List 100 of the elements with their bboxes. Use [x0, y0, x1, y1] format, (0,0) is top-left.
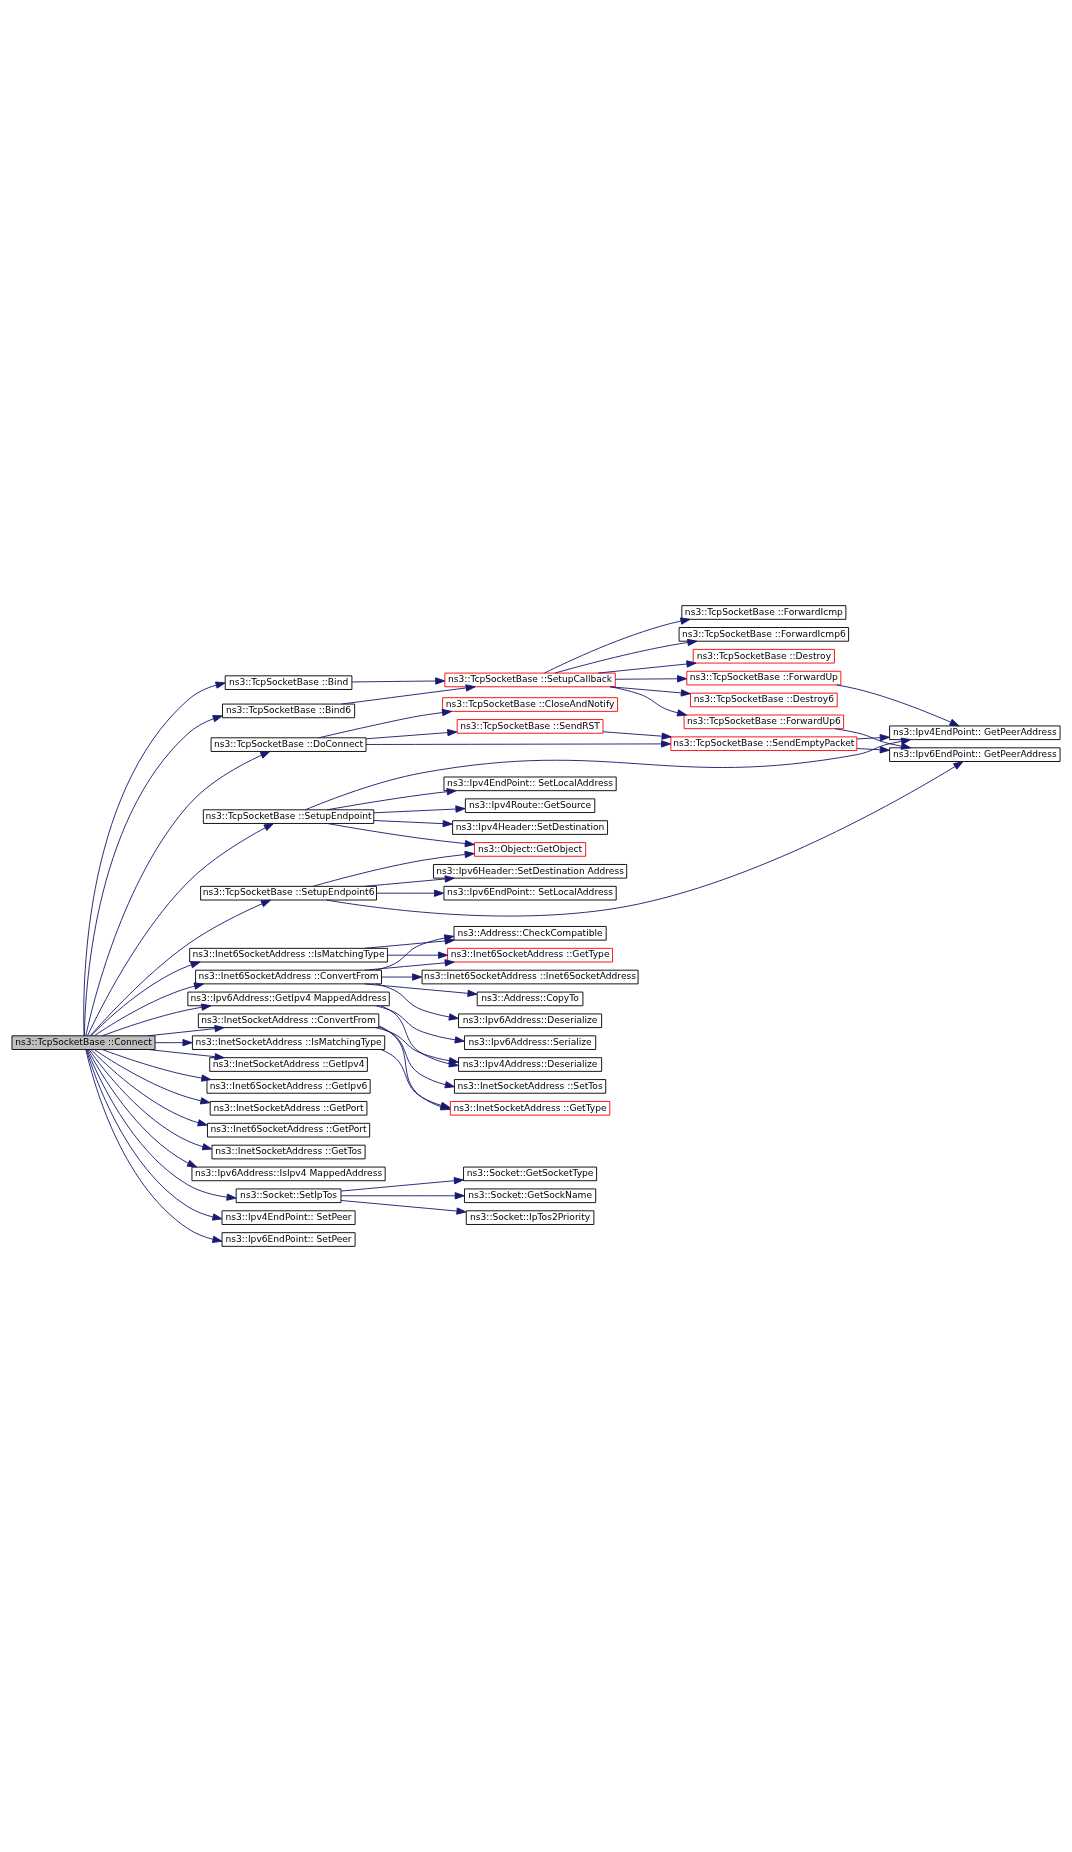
- node-box: ns3::TcpSocketBase ::ForwardUp6: [683, 714, 845, 730]
- node-box: ns3::Inet6SocketAddress ::Inet6SocketAddress: [421, 969, 639, 985]
- arrow: [834, 728, 912, 750]
- arrow: [351, 677, 446, 685]
- node-box: ns3::TcpSocketBase ::SendEmptyPacket: [670, 736, 858, 751]
- arrow: [93, 1049, 211, 1105]
- arrow: [375, 1005, 465, 1044]
- arrow: [341, 684, 476, 705]
- node-box: ns3::TcpSocketBase ::SetupEndpoint: [202, 809, 375, 824]
- arrow: [147, 1024, 225, 1037]
- arrow: [554, 638, 698, 674]
- node-box: ns3::Ipv6Address::GetIpv4 MappedAddress: [187, 991, 390, 1007]
- node-box: ns3::Ipv4Header::SetDestination: [452, 820, 608, 835]
- arrow: [373, 805, 466, 814]
- arrow: [89, 899, 272, 1037]
- arrow: [147, 1049, 225, 1061]
- node-box: ns3::Address::CopyTo: [476, 991, 584, 1007]
- node-box: ns3::InetSocketAddress ::IsMatchingType: [191, 1035, 386, 1050]
- arrow: [376, 889, 445, 897]
- node-box: ns3::Ipv6Header::SetDestination Address: [433, 864, 628, 879]
- node-box: ns3::TcpSocketBase ::DoConnect: [210, 737, 367, 752]
- node-box: ns3::TcpSocketBase ::SendRST: [456, 719, 604, 734]
- arrow: [364, 875, 455, 887]
- arrow: [312, 850, 475, 887]
- arrow: [87, 823, 274, 1036]
- node-box: ns3::TcpSocketBase ::SetupEndpoint6: [200, 885, 377, 901]
- node-box: ns3::Ipv4Route::GetSource: [464, 798, 596, 813]
- node-box: ns3::Ipv6Address::Deserialize: [458, 1013, 603, 1029]
- arrow: [387, 951, 448, 959]
- node-box: ns3::Ipv6Address::Serialize: [464, 1035, 597, 1050]
- arrow: [365, 740, 672, 748]
- node-box: ns3::Inet6SocketAddress ::IsMatchingType: [189, 947, 388, 963]
- arrow: [87, 1049, 198, 1168]
- arrow: [378, 1026, 455, 1089]
- arrow: [154, 1039, 193, 1047]
- node-box: ns3::Ipv6EndPoint:: SetLocalAddress: [443, 885, 617, 901]
- arrow: [325, 761, 964, 917]
- arrow: [304, 737, 912, 811]
- arrow: [101, 1003, 212, 1037]
- node-box: ns3::InetSocketAddress ::SetTos: [453, 1079, 607, 1094]
- node-box: ns3::Socket::GetSocketType: [463, 1166, 598, 1182]
- node-box: ns3::TcpSocketBase ::Destroy6: [690, 692, 838, 708]
- arrow: [597, 660, 697, 674]
- arrow: [85, 751, 271, 1037]
- arrow: [90, 961, 201, 1037]
- arrow: [93, 982, 205, 1037]
- node-box: ns3::Ipv6EndPoint:: SetPeer: [221, 1232, 356, 1247]
- node-box: ns3::TcpSocketBase ::SetupCallback: [444, 672, 616, 688]
- node-box: ns3::TcpSocketBase ::CloseAndNotify: [442, 697, 619, 712]
- arrow: [326, 788, 457, 811]
- node-box: ns3::TcpSocketBase ::Bind: [224, 675, 353, 690]
- arrow: [364, 959, 455, 971]
- arrow: [614, 675, 688, 683]
- node-box: ns3::Inet6SocketAddress ::GetType: [447, 947, 613, 963]
- node-box: ns3::Address::CheckCompatible: [453, 926, 607, 941]
- node-box: ns3::TcpSocketBase ::ForwardIcmp: [681, 605, 847, 620]
- arrow: [340, 1200, 467, 1215]
- node-box: ns3::TcpSocketBase ::ForwardUp: [686, 670, 842, 686]
- arrow: [365, 728, 458, 740]
- node-box: ns3::InetSocketAddress ::ConvertFrom: [197, 1013, 380, 1029]
- arrow: [609, 686, 688, 717]
- node-box: ns3::TcpSocketBase ::Connect: [11, 1035, 156, 1050]
- arrow: [609, 686, 691, 697]
- node-box: ns3::Ipv4Address::Deserialize: [458, 1057, 603, 1072]
- node-box: ns3::Socket::GetSockName: [464, 1188, 597, 1204]
- arrow: [318, 708, 452, 739]
- arrow: [381, 973, 423, 981]
- arrow: [856, 746, 890, 754]
- node-box: ns3::InetSocketAddress ::GetPort: [209, 1101, 368, 1116]
- node-box: ns3::TcpSocketBase ::ForwardIcmp6: [678, 627, 850, 642]
- node-box: ns3::Ipv6EndPoint:: GetPeerAddress: [889, 747, 1061, 762]
- node-box: ns3::Inet6SocketAddress ::GetIpv6: [206, 1079, 371, 1094]
- arrow: [86, 1049, 237, 1201]
- node-box: ns3::InetSocketAddress ::GetTos: [211, 1144, 366, 1160]
- arrow: [602, 731, 672, 740]
- arrow: [375, 983, 459, 1021]
- node-box: ns3::Ipv6Address::IsIpv4 MappedAddress: [191, 1166, 386, 1182]
- node-box: ns3::Inet6SocketAddress ::ConvertFrom: [195, 969, 382, 985]
- arrow: [836, 684, 960, 727]
- node-box: ns3::InetSocketAddress ::GetType: [449, 1101, 611, 1116]
- node-box: ns3::InetSocketAddress ::GetIpv4: [209, 1057, 368, 1072]
- arrow: [364, 983, 478, 997]
- node-box: ns3::Socket::IpTos2Priority: [465, 1210, 595, 1225]
- arrow: [326, 823, 475, 848]
- arrow: [88, 1049, 213, 1151]
- node-box: ns3::Ipv4EndPoint:: SetPeer: [221, 1210, 356, 1225]
- arrow: [101, 1049, 212, 1082]
- arrow: [544, 617, 691, 674]
- node-box: ns3::Ipv4EndPoint:: SetLocalAddress: [443, 776, 617, 792]
- node-box: ns3::Inet6SocketAddress ::GetPort: [207, 1122, 371, 1138]
- arrow: [375, 1027, 459, 1065]
- arrow: [340, 1192, 465, 1200]
- arrow: [856, 734, 890, 742]
- arrow: [90, 1049, 208, 1127]
- node-box: ns3::TcpSocketBase ::Bind6: [222, 703, 356, 719]
- node-box: ns3::Ipv4EndPoint:: GetPeerAddress: [889, 725, 1061, 741]
- node-box: ns3::TcpSocketBase ::Destroy: [692, 648, 835, 664]
- node-box: ns3::Socket::SetIpTos: [235, 1188, 342, 1204]
- arrow: [340, 1177, 464, 1192]
- arrow: [373, 820, 453, 828]
